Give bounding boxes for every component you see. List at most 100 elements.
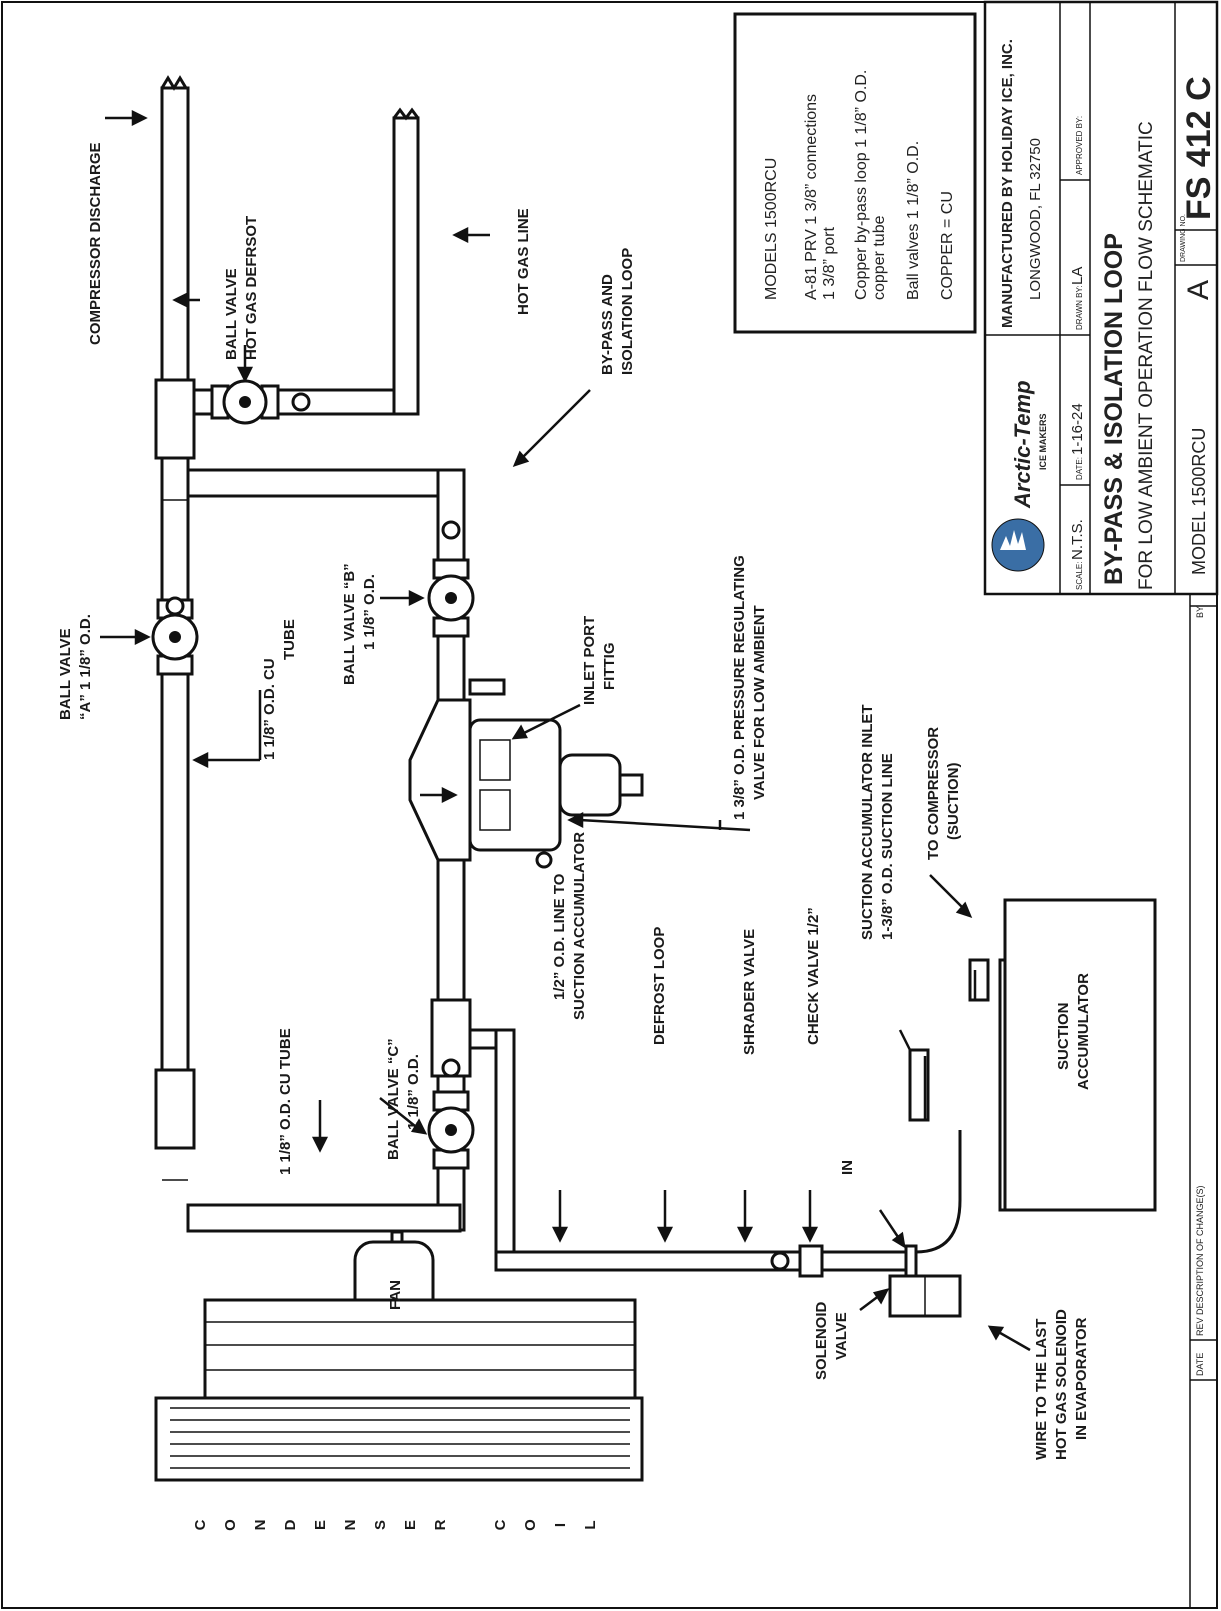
check-valve bbox=[798, 1244, 824, 1278]
shrader-valve bbox=[770, 1251, 790, 1271]
label-defrost-loop: DEFROST LOOP bbox=[651, 927, 668, 1045]
label-ball-valve-a-2: “A” 1 1/8” O.D. bbox=[77, 614, 94, 720]
piping-diagram bbox=[151, 75, 1157, 1482]
scale-label: SCALE: bbox=[1075, 562, 1084, 590]
suction-line-pipe bbox=[908, 1048, 930, 1122]
manufacturer: MANUFACTURED BY HOLIDAY ICE, INC. bbox=[999, 39, 1016, 328]
scale-value: N.T.S. bbox=[1069, 519, 1086, 560]
condenser-fins bbox=[203, 1298, 637, 1400]
note-copper: COPPER = CU bbox=[939, 191, 956, 300]
label-suction-inlet-1: SUCTION ACCUMULATOR INLET bbox=[859, 704, 876, 940]
label-suction-acc-2: ACCUMULATOR bbox=[1075, 973, 1092, 1090]
label-ball-valve-hgd-2: HOT GAS DEFRSOT bbox=[243, 216, 260, 360]
condenser-letter: E bbox=[312, 1520, 329, 1530]
note-bypass-2: copper tube bbox=[871, 215, 888, 300]
revision: A bbox=[1182, 280, 1215, 300]
condenser-letter: O bbox=[522, 1519, 539, 1531]
label-hot-gas-line: HOT GAS LINE bbox=[515, 208, 532, 315]
brand-name: Arctic-Temp bbox=[1010, 380, 1035, 509]
label-in: IN bbox=[839, 1160, 856, 1175]
date-label: DATE: bbox=[1075, 457, 1084, 480]
label-to-compressor-2: (SUCTION) bbox=[945, 763, 962, 841]
suction-accumulator-box bbox=[1003, 898, 1157, 1212]
label-half-line-1: 1/2” O.D. LINE TO bbox=[551, 873, 568, 1000]
bypass-top-leg bbox=[186, 468, 462, 498]
note-prv-1: A-81 PRV 1 3/8” connections bbox=[803, 94, 820, 300]
note-bypass-1: Copper by-pass loop 1 1/8” O.D. bbox=[853, 70, 870, 300]
label-solenoid-2: VALVE bbox=[833, 1312, 850, 1360]
note-models: MODELS 1500RCU bbox=[763, 158, 780, 300]
label-bypass-loop-2: ISOLATION LOOP bbox=[619, 248, 636, 375]
condenser-letter: E bbox=[402, 1520, 419, 1530]
condenser-coil-grid bbox=[170, 1407, 630, 1469]
rev-date-header: DATE bbox=[1195, 1353, 1205, 1376]
approved-label: APPROVED BY: bbox=[1075, 116, 1084, 175]
bypass-bottom-leg bbox=[186, 1203, 462, 1233]
label-wire-2: HOT GAS SOLENOID bbox=[1053, 1309, 1070, 1460]
condenser-letter: I bbox=[552, 1523, 569, 1527]
drawn-value: LA bbox=[1069, 267, 1086, 285]
date-value: 1-16-24 bbox=[1069, 403, 1086, 455]
revision-block: DATE REV DESCRIPTION OF CHANGE(S) BY bbox=[1189, 594, 1217, 1608]
label-prv-2: VALVE FOR LOW AMBIENT bbox=[751, 605, 768, 800]
rev-rev-header: REV bbox=[1195, 1317, 1205, 1336]
label-to-compressor-1: TO COMPRESSOR bbox=[925, 727, 942, 860]
drawn-label: DRAWN BY: bbox=[1075, 285, 1084, 330]
diagram-labels: COMPRESSOR DISCHARGE BALL VALVE HOT GAS … bbox=[57, 142, 1092, 1460]
condenser-letter: C bbox=[492, 1519, 509, 1530]
title-block: Arctic-Temp ICE MAKERS MANUFACTURED BY H… bbox=[983, 0, 1219, 596]
main-tee-top bbox=[154, 378, 196, 460]
label-ball-valve-a-1: BALL VALVE bbox=[57, 628, 74, 720]
drawing-no-label: DRAWING NO. bbox=[1180, 214, 1187, 262]
rev-by-header: BY bbox=[1195, 606, 1205, 618]
condenser-letter: D bbox=[282, 1519, 299, 1530]
label-bypass-loop-1: BY-PASS AND bbox=[599, 274, 616, 375]
label-fan: FAN bbox=[387, 1280, 404, 1310]
prv-adjuster bbox=[558, 753, 622, 817]
prv-housing bbox=[408, 698, 472, 862]
notes: MODELS 1500RCU A-81 PRV 1 3/8” connectio… bbox=[763, 70, 956, 300]
condenser-letter: S bbox=[372, 1520, 389, 1530]
label-cu-tube-1: 1 1/8” O.D. CU bbox=[261, 658, 278, 760]
label-prv-1: 1 3/8” O.D. PRESSURE REGULATING bbox=[731, 555, 748, 820]
condenser-letter: C bbox=[192, 1519, 209, 1530]
drawing-number: FS 412 C bbox=[1180, 76, 1218, 220]
label-cu-tube-left: 1 1/8” O.D. CU TUBE bbox=[277, 1028, 294, 1175]
to-compressor-pipe bbox=[968, 958, 990, 1002]
label-check-valve: CHECK VALVE 1/2” bbox=[805, 907, 822, 1045]
label-wire-1: WIRE TO THE LAST bbox=[1033, 1319, 1050, 1460]
defrost-loop-pipe bbox=[494, 1250, 908, 1272]
label-half-line-2: SUCTION ACCUMULATOR bbox=[571, 832, 588, 1020]
label-ball-valve-hgd-1: BALL VALVE bbox=[223, 268, 240, 360]
condenser-letter: R bbox=[432, 1519, 449, 1530]
label-wire-3: IN EVAPORATOR bbox=[1073, 1317, 1090, 1440]
condenser-letter: O bbox=[222, 1519, 239, 1531]
label-suction-inlet-2: 1-3/8” O.D. SUCTION LINE bbox=[879, 753, 896, 940]
drawing-title-2: FOR LOW AMBIENT OPERATION FLOW SCHEMATIC bbox=[1136, 121, 1157, 590]
note-prv-2: 1 3/8” port bbox=[821, 227, 838, 300]
leader-arrows bbox=[100, 109, 1031, 1352]
notes-box bbox=[733, 12, 977, 334]
label-compressor-discharge: COMPRESSOR DISCHARGE bbox=[87, 142, 104, 345]
brand-sub: ICE MAKERS bbox=[1038, 413, 1048, 470]
label-solenoid-1: SOLENOID bbox=[813, 1301, 830, 1380]
label-shrader-valve: SHRADER VALVE bbox=[741, 929, 758, 1055]
label-ball-valve-b-1: BALL VALVE “B” bbox=[341, 563, 358, 685]
condenser-letter: L bbox=[582, 1520, 599, 1529]
label-inlet-port-1: INLET PORT bbox=[581, 616, 598, 705]
main-tee-bottom bbox=[154, 1068, 196, 1150]
location: LONGWOOD, FL 32750 bbox=[1027, 138, 1044, 300]
condenser-letter: N bbox=[342, 1520, 359, 1531]
hot-gas-line-pipe bbox=[392, 116, 420, 416]
label-inlet-port-2: FITTIG bbox=[601, 643, 618, 691]
note-ball-valves: Ball valves 1 1/8” O.D. bbox=[905, 141, 922, 300]
condenser-coil bbox=[154, 1396, 644, 1482]
model: MODEL 1500RCU bbox=[1189, 428, 1209, 575]
rev-desc-header: DESCRIPTION OF CHANGE(S) bbox=[1195, 1185, 1205, 1315]
drawing-title-1: BY-PASS & ISOLATION LOOP bbox=[1100, 233, 1128, 585]
label-suction-acc-1: SUCTION bbox=[1055, 1003, 1072, 1071]
condenser-letter: N bbox=[252, 1520, 269, 1531]
